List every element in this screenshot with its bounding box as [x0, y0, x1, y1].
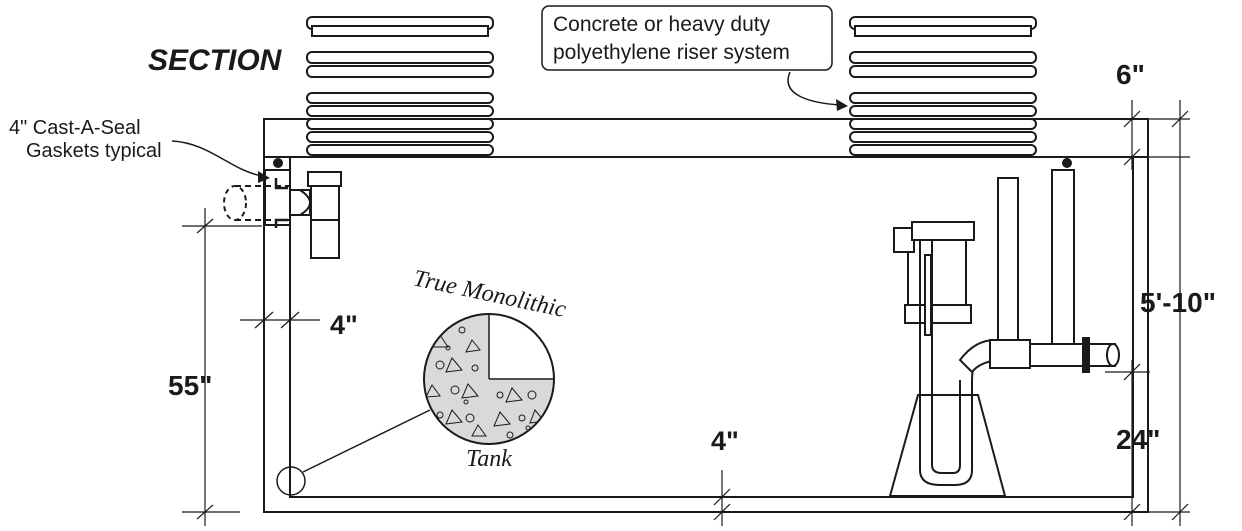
riser-right	[849, 16, 1037, 156]
gasket-callout: 4" Cast-A-Seal Gaskets typical	[9, 117, 270, 183]
tank-body	[263, 157, 1149, 513]
dim-outlet-height	[1105, 360, 1150, 526]
dim-inlet-height	[182, 208, 262, 526]
gasket-callout-line2: Gaskets typical	[26, 140, 162, 162]
dim-overall-height-label: 5'-10"	[1140, 287, 1216, 318]
lift-hole-left	[273, 158, 283, 168]
dim-inlet-height-label: 55"	[168, 370, 212, 401]
riser-callout-line2: polyethylene riser system	[553, 41, 790, 64]
dim-floor-label: 4"	[711, 426, 739, 456]
dim-floor	[713, 470, 731, 526]
gasket-callout-line1: 4" Cast-A-Seal	[9, 117, 141, 139]
dim-outlet-height-label: 24"	[1116, 424, 1160, 455]
dim-lid-label: 6"	[1116, 59, 1145, 90]
lift-hole-right	[1062, 158, 1072, 168]
riser-left	[306, 16, 494, 156]
dim-lid	[1093, 100, 1190, 526]
dim-wall	[240, 311, 320, 329]
monolithic-badge: True Monolithic Tank	[276, 265, 569, 496]
badge-text-bottom: Tank	[466, 446, 512, 472]
dim-wall-label: 4"	[330, 310, 358, 340]
riser-callout: Concrete or heavy duty polyethylene rise…	[541, 5, 848, 111]
pump-assembly	[888, 169, 1120, 497]
diagram-title: SECTION	[148, 44, 283, 77]
inlet-assembly	[223, 169, 342, 259]
riser-callout-line1: Concrete or heavy duty	[553, 13, 771, 36]
